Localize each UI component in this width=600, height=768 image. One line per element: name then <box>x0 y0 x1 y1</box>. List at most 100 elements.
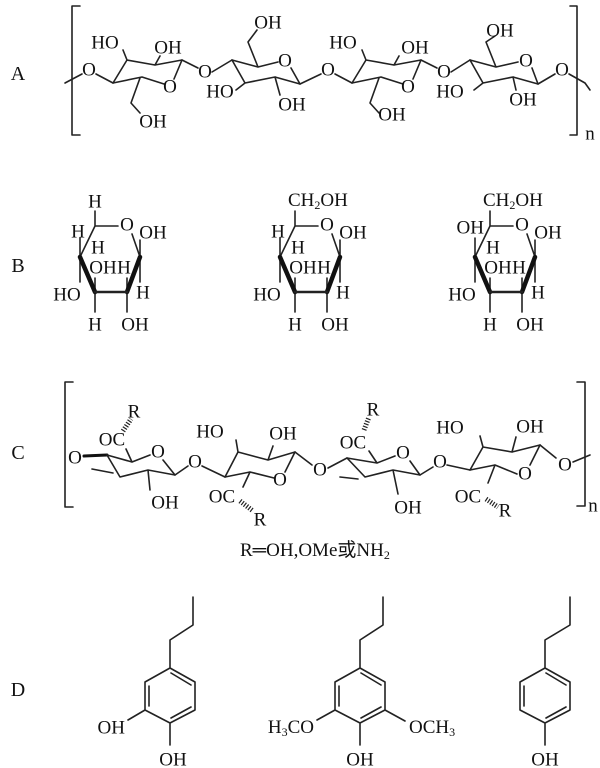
haworth-ring: H H H OH H HO H H OH O OH <box>53 192 167 336</box>
atom-label: OH <box>509 90 537 111</box>
atom-label: OH <box>98 718 126 739</box>
atom-label: O <box>320 215 334 236</box>
atom-label: H <box>71 222 85 243</box>
atom-label: OH <box>346 750 374 768</box>
atom-label: H <box>91 238 105 259</box>
panel-a-cellulose: A n O HO OH O OH O OH O HO OH O HO OH O … <box>11 5 595 145</box>
atom-label: H <box>88 315 102 336</box>
left-bracket <box>71 5 81 136</box>
catechyl-unit: OH OH <box>98 596 196 768</box>
atom-label: OC <box>455 487 481 508</box>
panel-label-d: D <box>11 679 25 701</box>
atom-label: H <box>117 258 131 279</box>
atom-label: H <box>512 258 526 279</box>
atom-label: O <box>273 470 287 491</box>
atom-label: O <box>313 460 327 481</box>
atom-label: H <box>483 315 497 336</box>
atom-label: HO <box>53 285 80 306</box>
atom-label: OH <box>516 417 544 438</box>
atom-label: O <box>188 452 202 473</box>
atom-label: HO <box>253 285 280 306</box>
atom-label: OH <box>531 750 559 768</box>
atom-label: O <box>518 464 532 485</box>
atom-label: H <box>317 258 331 279</box>
atom-label: CH2OH <box>483 190 543 213</box>
repeat-unit-n: n <box>588 496 598 517</box>
atom-label: H <box>271 222 285 243</box>
r-group-footnote: R═OH,OMe或NH2 <box>240 539 390 563</box>
atom-label: OH <box>139 112 167 133</box>
atom-label: HO <box>206 82 233 103</box>
atom-label: OH <box>321 315 349 336</box>
atom-label: OH <box>159 750 187 768</box>
atom-label: OH <box>394 498 422 519</box>
haworth-ring: CH2OH H H OH H HO H H OH O OH <box>253 190 367 336</box>
atom-label: R <box>367 400 380 421</box>
atom-label: OH <box>151 493 179 514</box>
atom-label: OH <box>121 315 149 336</box>
p-hydroxyphenyl-unit: OH <box>519 596 571 768</box>
atom-label: O <box>515 215 529 236</box>
atom-label: O <box>278 51 292 72</box>
atom-label: O <box>151 442 165 463</box>
atom-label: HO <box>329 33 356 54</box>
atom-label: H3CO <box>268 717 314 740</box>
panel-b-monosaccharides: B H H H OH H HO H H OH O OH CH2OH H H OH… <box>11 190 562 336</box>
atom-label: OH <box>154 38 182 59</box>
atom-label: O <box>437 62 451 83</box>
atom-label: O <box>120 215 134 236</box>
panel-label-a: A <box>11 63 26 85</box>
atom-label: O <box>519 51 533 72</box>
atom-label: OH <box>484 258 512 279</box>
atom-label: O <box>396 443 410 464</box>
atom-label: O <box>198 62 212 83</box>
atom-label: OH <box>139 223 167 244</box>
atom-label: R <box>254 510 267 531</box>
atom-label: H <box>291 238 305 259</box>
atom-label: R <box>128 402 141 423</box>
repeat-unit-n: n <box>585 124 595 145</box>
atom-label: HO <box>448 285 475 306</box>
atom-label: H <box>531 283 545 304</box>
atom-label: OH <box>278 95 306 116</box>
atom-label: OH <box>534 223 562 244</box>
atom-label: O <box>555 60 569 81</box>
panel-d-lignin-units: D OH OH H3CO OCH3 OH OH <box>11 596 571 768</box>
atom-label: H <box>336 283 350 304</box>
atom-label: HO <box>436 418 463 439</box>
atom-label: OH <box>516 315 544 336</box>
haworth-ring: CH2OH OH H OH H HO H H OH O OH <box>448 190 562 336</box>
right-bracket <box>569 5 578 136</box>
atom-label: OH <box>289 258 317 279</box>
atom-label: CH2OH <box>288 190 348 213</box>
atom-label: H <box>486 238 500 259</box>
atom-label: O <box>82 60 96 81</box>
atom-label: O <box>401 77 415 98</box>
atom-label: O <box>433 452 447 473</box>
atom-label: OH <box>269 424 297 445</box>
left-bracket <box>64 381 74 508</box>
atom-label: O <box>321 60 335 81</box>
atom-label: O <box>163 77 177 98</box>
panel-c-pectin: C n O OC R O OH O HO OH O OC R O <box>11 381 598 563</box>
atom-label: OH <box>401 38 429 59</box>
atom-label: O <box>558 455 572 476</box>
atom-label: O <box>68 448 82 469</box>
atom-label: OC <box>99 430 125 451</box>
panel-label-b: B <box>11 255 24 277</box>
right-bracket <box>576 381 586 507</box>
atom-label: OH <box>457 218 485 239</box>
atom-label: HO <box>91 33 118 54</box>
atom-label: R <box>499 501 512 522</box>
bonds <box>82 416 591 513</box>
atom-label: OH <box>254 13 282 34</box>
atom-label: OCH3 <box>409 717 455 740</box>
atom-label: H <box>136 283 150 304</box>
bonds <box>64 29 591 114</box>
syringyl-unit: H3CO OCH3 OH <box>268 596 455 768</box>
atom-label: H <box>288 315 302 336</box>
atom-label: OC <box>209 487 235 508</box>
atom-label: OH <box>486 21 514 42</box>
atom-label: OH <box>339 223 367 244</box>
